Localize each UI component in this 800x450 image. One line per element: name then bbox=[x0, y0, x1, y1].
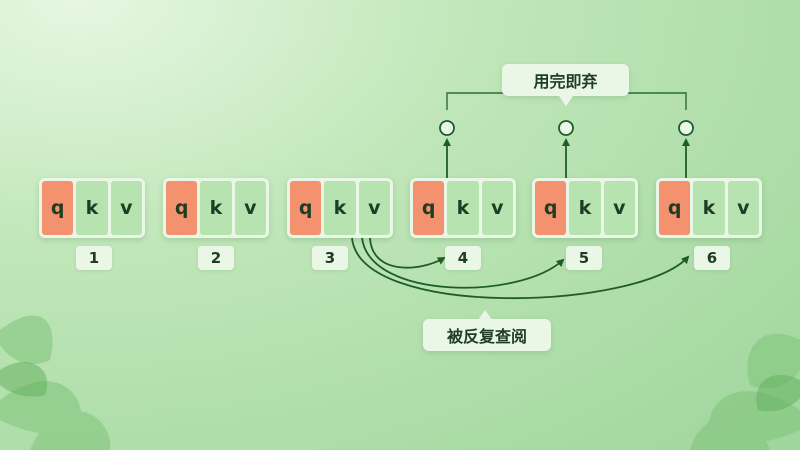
value-cell: v bbox=[234, 181, 266, 235]
token-index-2: 2 bbox=[198, 246, 234, 270]
value-cell: v bbox=[358, 181, 390, 235]
token-index-4: 4 bbox=[445, 246, 481, 270]
token-index-5: 5 bbox=[566, 246, 602, 270]
key-cell: k bbox=[693, 181, 725, 235]
token-card-5: q k v bbox=[532, 178, 638, 238]
query-cell: q bbox=[42, 181, 74, 235]
token-card-3: q k v bbox=[287, 178, 393, 238]
value-cell: v bbox=[110, 181, 142, 235]
query-cell: q bbox=[659, 181, 691, 235]
output-node-5 bbox=[558, 120, 574, 136]
key-cell: k bbox=[76, 181, 108, 235]
query-cell: q bbox=[413, 181, 445, 235]
key-cell: k bbox=[447, 181, 479, 235]
token-card-1: q k v bbox=[39, 178, 145, 238]
query-cell: q bbox=[290, 181, 322, 235]
value-cell: v bbox=[481, 181, 513, 235]
reuse-curves bbox=[351, 237, 690, 300]
discard-callout: 用完即弃 bbox=[502, 64, 629, 96]
reuse-callout: 被反复查阅 bbox=[423, 319, 551, 351]
token-card-2: q k v bbox=[163, 178, 269, 238]
token-index-3: 3 bbox=[312, 246, 348, 270]
output-arrows bbox=[443, 138, 690, 178]
query-cell: q bbox=[166, 181, 198, 235]
key-cell: k bbox=[324, 181, 356, 235]
value-cell: v bbox=[603, 181, 635, 235]
query-cell: q bbox=[535, 181, 567, 235]
token-index-1: 1 bbox=[76, 246, 112, 270]
key-cell: k bbox=[569, 181, 601, 235]
token-index-6: 6 bbox=[694, 246, 730, 270]
token-card-6: q k v bbox=[656, 178, 762, 238]
value-cell: v bbox=[727, 181, 759, 235]
output-node-6 bbox=[678, 120, 694, 136]
key-cell: k bbox=[200, 181, 232, 235]
token-card-4: q k v bbox=[410, 178, 516, 238]
output-node-4 bbox=[439, 120, 455, 136]
